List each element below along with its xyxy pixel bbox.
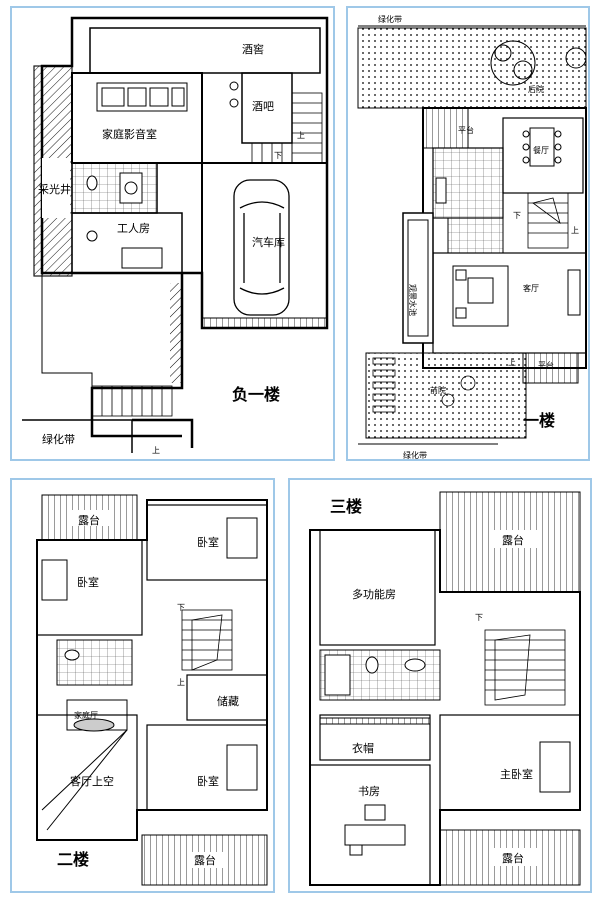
terrace-top-label: 露台 <box>78 513 100 527</box>
basement-title: 负一楼 <box>232 385 280 404</box>
basement-plan: 酒窖 酒吧 家庭影音室 采光井 工人房 汽车库 绿化带 上 下 上 负一楼 <box>22 16 329 455</box>
second-floor-title: 二楼 <box>57 850 89 869</box>
third-floor-plan-panel: 三楼 露台 多功能房 下 衣帽 主卧室 书房 露台 <box>288 478 592 893</box>
garage-label: 汽车库 <box>252 235 285 249</box>
sofa-set-icon <box>452 265 509 327</box>
stair-down-label: 下 <box>274 151 282 160</box>
sofa-icon <box>96 82 188 112</box>
basement-plan-panel: 酒窖 酒吧 家庭影音室 采光井 工人房 汽车库 绿化带 上 下 上 负一楼 <box>10 6 335 461</box>
greenbelt-label: 绿化带 <box>42 432 75 446</box>
greenbelt-bottom-label: 绿化带 <box>403 450 427 460</box>
lightwell-label: 采光井 <box>38 182 71 196</box>
multi-function-room-label: 多功能房 <box>352 587 396 601</box>
stair-up-label: 上 <box>571 226 579 235</box>
first-floor-plan: 绿化带 后院 平台 餐厅 客厅 观景水池 前院 平台 绿化带 下 上 上 一楼 <box>357 14 587 460</box>
stair-down-label: 下 <box>177 603 185 612</box>
family-room-label: 家庭厅 <box>74 710 98 720</box>
stair-down-label: 下 <box>513 211 521 220</box>
backyard-label: 后院 <box>528 84 544 94</box>
bedroom-left-label: 卧室 <box>77 575 99 589</box>
bar-label: 酒吧 <box>252 100 274 113</box>
cloakroom-label: 衣帽 <box>352 741 374 755</box>
tree-icon <box>490 40 587 86</box>
third-floor-title: 三楼 <box>330 497 362 516</box>
terrace-bottom-label: 露台 <box>194 853 216 867</box>
bedroom-bottom-label: 卧室 <box>197 774 219 788</box>
first-floor-plan-panel: 绿化带 后院 平台 餐厅 客厅 观景水池 前院 平台 绿化带 下 上 上 一楼 <box>346 6 590 461</box>
second-floor-plan-panel: 露台 卧室 卧室 下 上 家庭厅 储藏 客厅上空 卧室 露台 二楼 <box>10 478 275 893</box>
home-theater-label: 家庭影音室 <box>102 127 157 141</box>
dining-label: 餐厅 <box>533 146 549 155</box>
dining-table-icon <box>522 127 562 167</box>
greenbelt-top-label: 绿化带 <box>378 14 402 24</box>
desk-icon <box>344 804 406 856</box>
first-floor-title: 一楼 <box>523 411 555 430</box>
storage-label: 储藏 <box>217 694 239 708</box>
stair-up-label-2: 上 <box>152 446 160 455</box>
platform-label-1: 平台 <box>458 125 474 135</box>
landscape-pool-label: 观景水池 <box>408 284 418 316</box>
living-void-label: 客厅上空 <box>70 774 114 788</box>
car-icon <box>233 179 290 316</box>
third-floor-plan: 三楼 露台 多功能房 下 衣帽 主卧室 书房 露台 <box>309 491 581 886</box>
study-label: 书房 <box>358 785 380 798</box>
front-yard-label: 前院 <box>430 385 446 395</box>
stair-up-label-2: 上 <box>508 358 516 367</box>
living-label: 客厅 <box>523 283 539 293</box>
wine-cellar-label: 酒窖 <box>242 42 264 56</box>
worker-room-label: 工人房 <box>117 222 150 235</box>
master-bedroom-label: 主卧室 <box>500 767 533 781</box>
terrace-top-label: 露台 <box>502 533 524 547</box>
platform-label-2: 平台 <box>538 360 554 370</box>
terrace-bottom-label: 露台 <box>502 851 524 865</box>
second-floor-plan: 露台 卧室 卧室 下 上 家庭厅 储藏 客厅上空 卧室 露台 二楼 <box>36 494 268 886</box>
stair-up-label: 上 <box>177 678 185 687</box>
stair-down-label: 下 <box>475 613 483 622</box>
stair-up-label: 上 <box>297 131 305 140</box>
bedroom-right-label: 卧室 <box>197 535 219 549</box>
